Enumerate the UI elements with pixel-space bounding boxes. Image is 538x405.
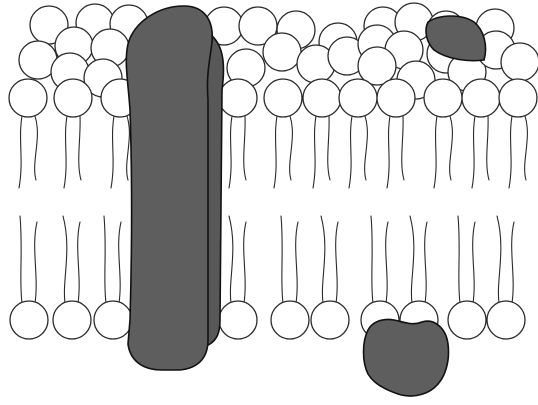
lipid-head (54, 79, 92, 117)
lipid-head (377, 79, 415, 117)
lipid-tail (425, 222, 427, 303)
lipid-tail (473, 222, 475, 303)
lipid-tail (487, 116, 489, 180)
lipid-tail (119, 222, 121, 303)
lipid-tail (296, 222, 298, 303)
lipid-tail (78, 222, 80, 303)
lipid-tail (229, 216, 233, 303)
integral-protein (126, 6, 223, 370)
lipid-head (448, 301, 486, 339)
lipid-tail (328, 116, 330, 180)
lipid-tail (35, 222, 37, 303)
peripheral-protein-bottom (364, 319, 449, 396)
lipid-tail (35, 116, 38, 180)
lipid-tail (386, 222, 388, 303)
lipid-tail (497, 216, 501, 303)
lipid-head (339, 79, 377, 117)
lipid-tail (458, 216, 460, 303)
lipid-tail (349, 116, 352, 188)
lipid-tail (509, 116, 512, 188)
lipid-tail (313, 116, 316, 188)
lipid-head (9, 79, 47, 117)
lipid-tail (410, 216, 414, 303)
lipid-tail (365, 116, 368, 180)
lipid-head (263, 33, 301, 71)
lipid-tail (244, 116, 246, 180)
lipid-tail (19, 116, 22, 188)
lipid-tail (450, 116, 453, 180)
lipid-tail (525, 116, 528, 180)
lipid-head (487, 301, 525, 339)
lipid-tail (20, 216, 22, 303)
lipid-tail (281, 216, 283, 303)
lipid-tail (104, 216, 106, 303)
lipid-head (501, 43, 538, 81)
lipid-head (303, 79, 341, 117)
lower-tail-group (20, 216, 514, 303)
lipid-tail (79, 116, 81, 180)
lipid-head (271, 301, 309, 339)
lipid-tail (371, 216, 373, 303)
lipid-head (424, 79, 462, 117)
lipid-head (264, 79, 302, 117)
lipid-head (219, 79, 257, 117)
lipid-head (94, 301, 132, 339)
lipid-head (219, 301, 257, 339)
lipid-head (499, 79, 537, 117)
lipid-head (311, 301, 349, 339)
lower-head-row (10, 301, 525, 339)
lipid-head (462, 79, 500, 117)
lipid-tail (336, 222, 338, 303)
lipid-head (53, 301, 91, 339)
upper-tail-group (19, 116, 527, 188)
lipid-head (10, 301, 48, 339)
lipid-tail (321, 216, 325, 303)
lipid-tail (127, 116, 130, 180)
lipid-tail (290, 116, 293, 180)
lipid-tail (274, 116, 277, 188)
lipid-tail (64, 116, 67, 188)
lipid-tail (244, 222, 246, 303)
lipid-tail (472, 116, 475, 188)
lipid-tail (229, 116, 232, 188)
lipid-tail (111, 116, 114, 188)
lipid-tail (512, 222, 514, 303)
lipid-tail (434, 116, 437, 188)
lipid-tail (402, 116, 404, 180)
lipid-tail (63, 216, 67, 303)
lipid-tail (387, 116, 390, 188)
